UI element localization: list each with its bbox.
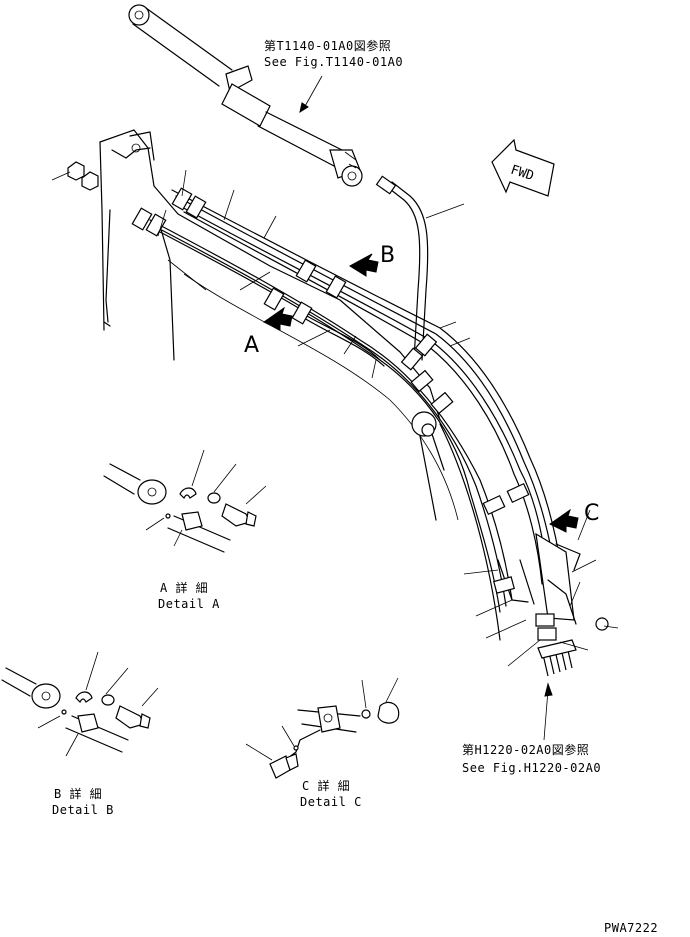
callout-arrow-a	[263, 306, 293, 331]
hydraulic-pipes	[149, 175, 563, 613]
detail-b-illustration	[1, 651, 159, 757]
callout-arrow-c	[549, 508, 579, 533]
detail-a-title-jp: A 詳 細	[160, 580, 208, 595]
forward-label: FWD	[509, 163, 536, 185]
leader-arrowhead	[299, 102, 309, 114]
leader-arm-cylinder	[303, 75, 323, 109]
part-leader-lines	[157, 169, 619, 667]
arm-cylinder-reference-en: See Fig.T1140-01A0	[264, 55, 403, 69]
forward-direction-arrow	[491, 138, 555, 197]
drawing-number: PWA7222	[604, 921, 658, 935]
boom-nuts	[51, 161, 99, 191]
arm-cylinder	[128, 4, 363, 187]
pipe-clamps	[131, 187, 530, 516]
leader-arrowhead	[544, 682, 553, 697]
detail-a-title-en: Detail A	[158, 597, 220, 611]
callout-arrow-b	[349, 253, 379, 277]
detail-c-title-en: Detail C	[300, 795, 362, 809]
detail-a-illustration	[103, 449, 267, 553]
junction-block	[493, 532, 609, 641]
detail-c-title-jp: C 詳 細	[302, 778, 350, 793]
hoses-reference-en: See Fig.H1220-02A0	[462, 761, 601, 775]
hoses-reference-jp: 第H1220-02A0図参照	[462, 742, 589, 757]
callout-label-b: B	[380, 243, 395, 268]
callout-label-c: C	[584, 501, 599, 526]
callout-label-a: A	[244, 333, 259, 358]
boom-body	[99, 129, 501, 641]
leader-hose-bundle	[543, 689, 549, 741]
boom-foot-pin	[411, 411, 445, 521]
arm-cylinder-reference-jp: 第T1140-01A0図参照	[264, 38, 391, 53]
detail-c-illustration	[245, 677, 400, 779]
detail-b-title-jp: B 詳 細	[54, 786, 102, 801]
hose-fitting-bundle	[537, 639, 577, 677]
detail-b-title-en: Detail B	[52, 803, 114, 817]
